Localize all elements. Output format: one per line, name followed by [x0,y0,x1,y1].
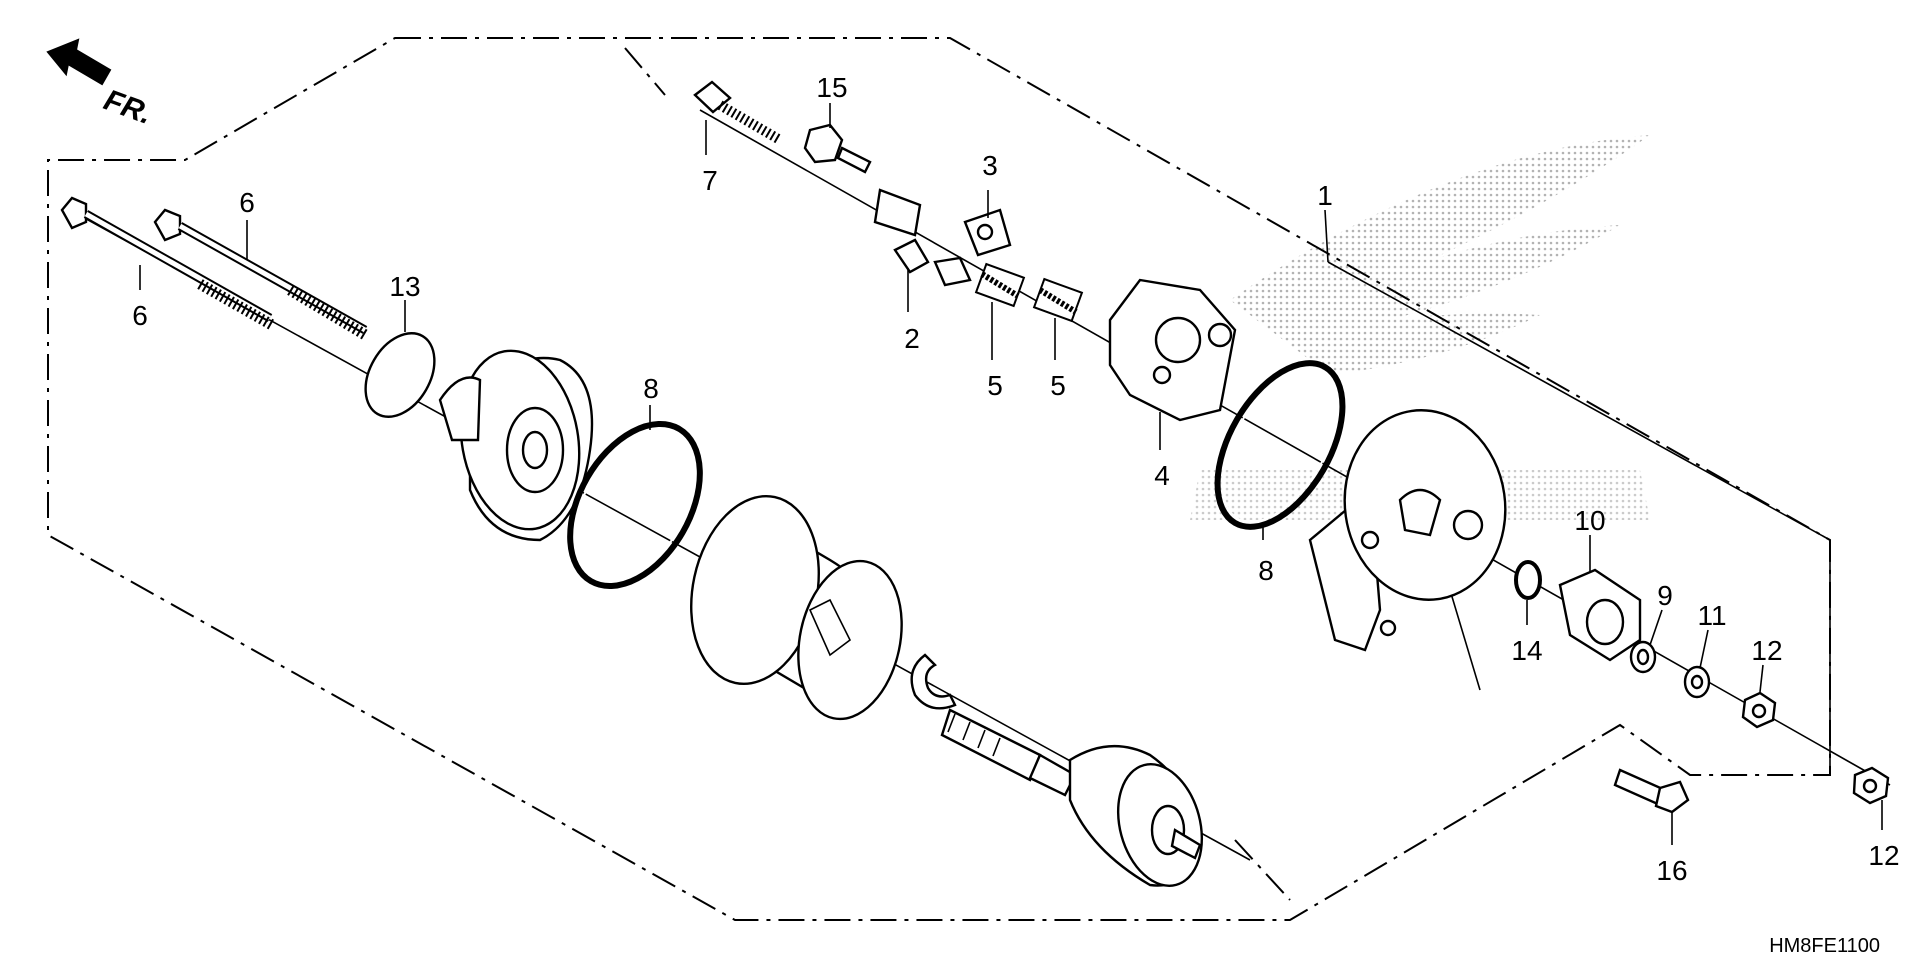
callout-leaders [139,103,1883,845]
nut-12-bottom [1852,766,1890,805]
rear-cover [1308,409,1507,652]
motor-yoke-housing [690,494,903,721]
callout-6-top: 6 [239,187,255,218]
callout-15: 15 [816,72,847,103]
callout-16: 16 [1656,855,1687,886]
washer-11 [1683,665,1711,699]
assembly-outline-dashed [1234,839,1291,901]
assembly-outline-dashed [47,37,1831,921]
through-bolt-short [153,208,370,341]
brush-set [873,188,1012,287]
terminal-bolt [693,80,783,145]
brush-holder [1108,278,1237,422]
callout-14: 14 [1511,635,1542,666]
assembly-outline-dashed [624,47,666,96]
mounting-bolt-16 [1613,768,1690,814]
through-bolt-long [60,196,275,330]
o-ring-8-right [1214,360,1346,530]
callout-12-center: 12 [1751,635,1782,666]
callout-12-bottom: 12 [1868,840,1899,871]
callout-2: 2 [904,323,920,354]
callout-9: 9 [1657,580,1673,611]
washer-9 [1629,640,1657,674]
callout-11: 11 [1697,600,1726,631]
callout-5-right: 5 [1050,370,1066,401]
nut-12-center [1741,691,1777,729]
front-cover [438,349,594,542]
callout-13: 13 [389,271,420,302]
brush-spring-5-right [1032,277,1084,323]
o-ring-13 [364,332,436,418]
insulator-cap-10 [1558,568,1642,662]
callout-4: 4 [1154,460,1170,491]
terminal-nut-15 [803,123,872,174]
callout-1: 1 [1317,180,1333,211]
front-direction-arrow-icon [46,38,112,86]
callout-8-right: 8 [1258,555,1274,586]
retaining-clip [910,653,957,710]
callout-labels: 1 2 3 4 5 5 6 6 7 8 8 9 10 11 12 12 13 1… [132,72,1899,886]
washer-14 [1514,560,1542,600]
callout-6-left: 6 [132,300,148,331]
brush-spring-5-left [974,262,1026,308]
diagram-code: HM8FE1100 [1769,935,1880,957]
callout-5-left: 5 [987,370,1003,401]
callout-3: 3 [982,150,998,181]
armature [940,708,1204,887]
assembly-1-outline [1327,261,1831,775]
front-direction-label: FR. [100,84,157,132]
callout-10: 10 [1574,505,1605,536]
callout-7: 7 [702,165,718,196]
callout-8-left: 8 [643,373,659,404]
o-ring-8-left [567,420,703,590]
